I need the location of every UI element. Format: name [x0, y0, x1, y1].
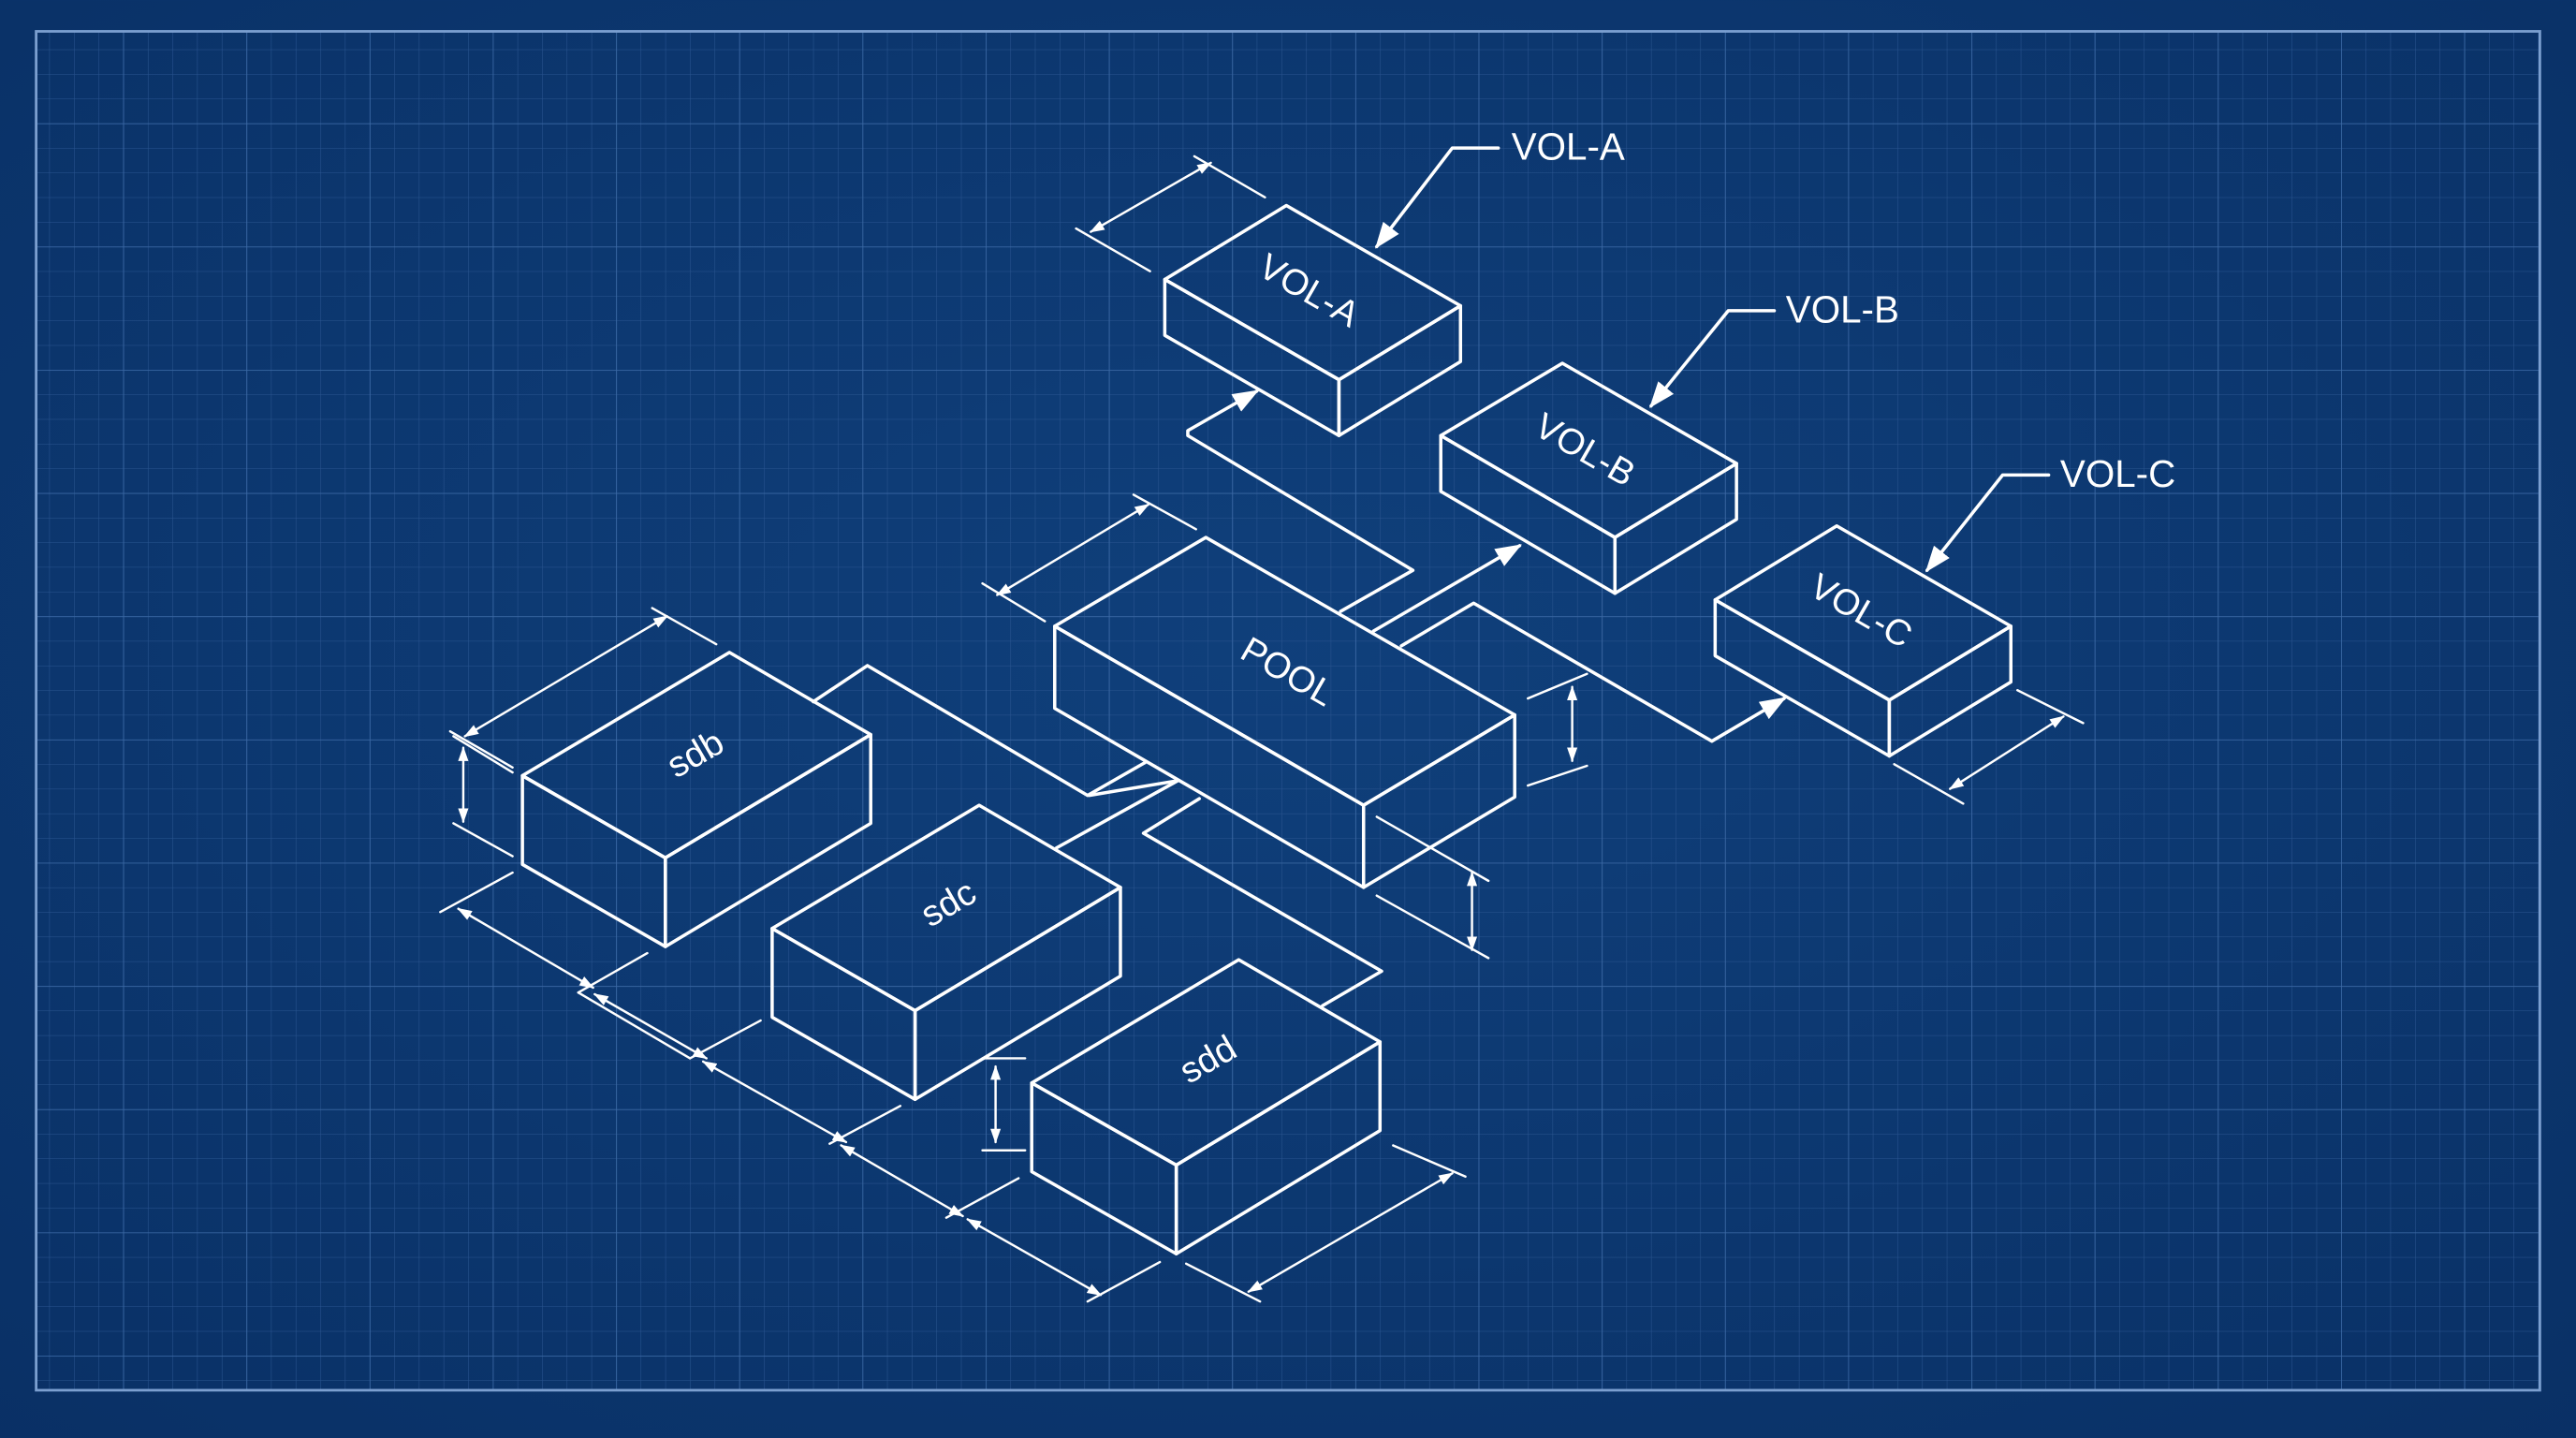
block-sdc[interactable] — [770, 803, 1122, 1102]
callout-leader-vol-a — [1375, 146, 1500, 249]
dimension-sdd-width — [840, 1144, 1020, 1219]
dimension-vol-c-width — [1893, 689, 2085, 805]
callout-label-vol-c: VOL-C — [2060, 452, 2175, 495]
dimension-sdb-depth — [448, 607, 718, 770]
block-sdd[interactable] — [1030, 958, 1383, 1256]
link-sdd-pool — [1141, 797, 1383, 1008]
block-vol-a[interactable] — [1163, 203, 1463, 437]
block-pool[interactable] — [1053, 536, 1516, 889]
drawing-border — [35, 30, 2541, 1392]
dimension-sdb-width — [439, 871, 649, 994]
link-sdb-pool — [812, 664, 1148, 798]
dimension-sdc-height — [981, 1057, 1027, 1152]
dimension-sdb-height — [452, 735, 514, 858]
link-pool-vol-b — [1371, 544, 1522, 633]
link-pool-vol-a — [1186, 389, 1415, 613]
link-pool-vol-c — [1399, 601, 1787, 743]
callout-label-vol-b: VOL-B — [1786, 287, 1899, 330]
dimension-pool-height-lower — [1375, 815, 1490, 960]
dimension-pool-height — [1527, 672, 1588, 787]
link-sdc-pool — [1054, 779, 1180, 850]
callout-leader-vol-b — [1649, 309, 1777, 408]
block-vol-b[interactable] — [1439, 361, 1738, 595]
callout-label-vol-a: VOL-A — [1512, 125, 1625, 169]
callout-leader-vol-c — [1925, 473, 2051, 573]
dimension-sdc-width — [577, 990, 762, 1060]
block-vol-c[interactable] — [1713, 524, 2012, 758]
dimension-pool-depth — [981, 493, 1197, 623]
dimension-sdc-depth — [701, 1060, 902, 1145]
dimension-sdd-length — [1184, 1144, 1467, 1303]
dimension-vol-a-width — [1075, 154, 1266, 272]
dimension-sdd-depth — [966, 1218, 1162, 1303]
grid-major — [36, 31, 2540, 1390]
